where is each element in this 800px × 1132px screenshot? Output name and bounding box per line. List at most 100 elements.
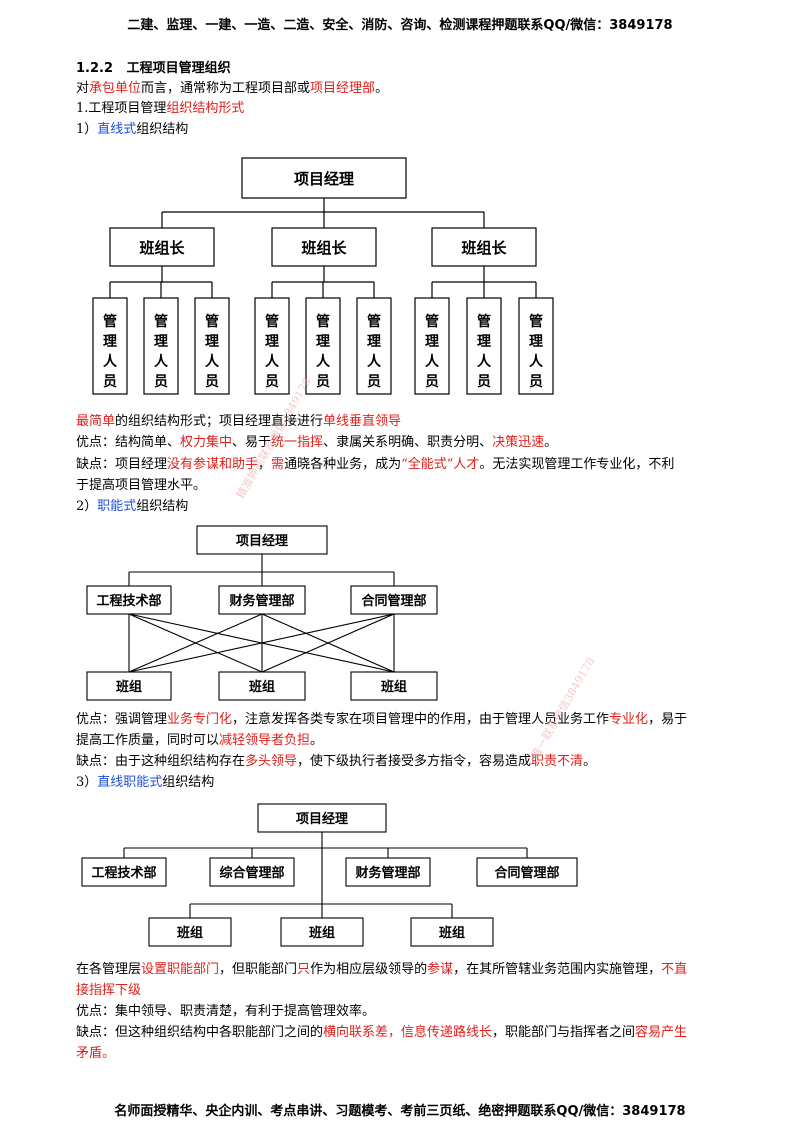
text: 。 <box>375 81 389 96</box>
node-team: 班组 <box>116 679 142 695</box>
linear-org-chart: 项目经理 班组长 班组长 班组长 管理人员 管理人员 管理人员 管理人员 管理人员 管理人… <box>92 157 554 395</box>
s3-cons-line-1: 缺点：但这种组织结构中各职能部门之间的横向联系差，信息传递路线长，职能部门与指挥… <box>76 1024 687 1042</box>
keyword: 直线职能式 <box>97 775 163 790</box>
highlight: 组织结构形式 <box>166 101 245 116</box>
text: ，但职能部门 <box>219 962 298 977</box>
text: 。无法实现管理工作专业化，不利 <box>479 457 675 472</box>
section-number: 1.2.2 <box>76 61 114 76</box>
node-manager-staff: 管理人员 <box>154 313 169 390</box>
node-finance-dept: 财务管理部 <box>229 593 294 609</box>
node-engineering-dept: 工程技术部 <box>96 593 161 609</box>
section-heading: 1.2.2 工程项目管理组织 <box>76 60 231 78</box>
text: 优点：结构简单、 <box>76 435 181 450</box>
text: ，使下级执行者接受多方指令，容易造成 <box>297 754 532 769</box>
text: 组织结构 <box>136 499 189 514</box>
functional-org-chart: 项目经理 工程技术部 财务管理部 合同管理部 班组 班组 班组 <box>86 525 438 701</box>
node-project-manager: 项目经理 <box>236 533 288 549</box>
highlight: 需 <box>271 457 285 472</box>
highlight: 容易产生 <box>635 1025 688 1040</box>
item-1-line: 1.工程项目管理组织结构形式 <box>76 100 244 118</box>
node-team: 班组 <box>439 925 465 941</box>
highlight: 只 <box>297 962 311 977</box>
node-project-manager: 项目经理 <box>294 170 354 188</box>
node-manager-staff: 管理人员 <box>316 313 331 390</box>
s3-desc-line-2: 接指挥下级 <box>76 982 141 1000</box>
highlight: 没有参谋和助手 <box>167 457 259 472</box>
highlight: 参谋 <box>427 962 454 977</box>
text: 缺点：项目经理 <box>76 457 168 472</box>
s1-cons-line-1: 缺点：项目经理没有参谋和助手，需通晓各种业务，成为“全能式”人才。无法实现管理工… <box>76 456 674 474</box>
text: 缺点：由于这种组织结构存在 <box>76 754 246 769</box>
text: ， <box>258 457 272 472</box>
highlight: 专业化 <box>609 712 649 727</box>
text: ，注意发挥各类专家在项目管理中的作用，由于管理人员业务工作 <box>232 712 610 727</box>
highlight: 多头领导 <box>245 754 298 769</box>
page-footer: 名师面授精华、央企内训、考点串讲、习题模考、考前三页纸、绝密押题联系QQ/微信：… <box>114 1104 686 1119</box>
s3-heading: 3）直线职能式组织结构 <box>76 774 214 792</box>
node-manager-staff: 管理人员 <box>529 313 544 390</box>
node-contract-dept: 合同管理部 <box>361 593 426 609</box>
text: ，职能部门与指挥者之间 <box>492 1025 636 1040</box>
node-manager-staff: 管理人员 <box>205 313 220 390</box>
highlight: 减轻领导者负担 <box>219 733 311 748</box>
node-team: 班组 <box>177 925 203 941</box>
node-team-leader: 班组长 <box>301 239 347 257</box>
text: 而言，通常称为工程项目部或 <box>141 81 311 96</box>
node-team: 班组 <box>309 925 335 941</box>
s2-pros-line-1: 优点：强调管理业务专门化，注意发挥各类专家在项目管理中的作用，由于管理人员业务工… <box>76 711 687 729</box>
highlight: 设置职能部门 <box>141 962 220 977</box>
highlight: 接指挥下级 <box>76 983 142 998</box>
highlight: 最简单 <box>76 414 116 429</box>
keyword: 职能式 <box>97 499 137 514</box>
text: 缺点：但这种组织结构中各职能部门之间的 <box>76 1025 324 1040</box>
node-finance-dept: 财务管理部 <box>355 865 420 881</box>
node-team: 班组 <box>381 679 407 695</box>
text: 组织结构 <box>136 122 189 137</box>
node-team: 班组 <box>249 679 275 695</box>
text: 。 <box>310 733 324 748</box>
node-manager-staff: 管理人员 <box>425 313 440 390</box>
node-team-leader: 班组长 <box>139 239 185 257</box>
text: 通晓各种业务，成为 <box>284 457 402 472</box>
text: 2） <box>76 499 98 514</box>
text: 组织结构 <box>162 775 215 790</box>
s3-cons-line-2: 矛盾。 <box>76 1045 115 1063</box>
node-manager-staff: 管理人员 <box>477 313 492 390</box>
text: 的组织结构形式；项目经理直接进行 <box>115 414 324 429</box>
intro-line: 对承包单位而言，通常称为工程项目部或项目经理部。 <box>76 80 388 98</box>
s2-heading: 2）职能式组织结构 <box>76 498 188 516</box>
node-team-leader: 班组长 <box>461 239 507 257</box>
highlight: 不直 <box>661 962 688 977</box>
highlight: 统一指挥 <box>271 435 324 450</box>
node-engineering-dept: 工程技术部 <box>91 865 156 881</box>
highlight: 权力集中 <box>180 435 233 450</box>
highlight: 横向联系差，信息传递路线长 <box>323 1025 493 1040</box>
line-functional-org-chart: 项目经理 工程技术部 综合管理部 财务管理部 合同管理部 班组 班组 班组 <box>81 803 578 947</box>
highlight: 承包单位 <box>89 81 142 96</box>
node-general-dept: 综合管理部 <box>219 865 284 881</box>
s1-cons-line-2: 于提高项目管理水平。 <box>76 478 207 493</box>
highlight: 业务专门化 <box>167 712 233 727</box>
node-manager-staff: 管理人员 <box>367 313 382 390</box>
page-header: 二建、监理、一建、一造、二造、安全、消防、咨询、检测课程押题联系QQ/微信：38… <box>127 18 673 33</box>
section-title: 工程项目管理组织 <box>126 61 231 76</box>
highlight: 矛盾。 <box>76 1046 116 1061</box>
text: 。 <box>544 435 558 450</box>
highlight: 决策迅速 <box>492 435 545 450</box>
node-manager-staff: 管理人员 <box>103 313 118 390</box>
s3-pros: 优点：集中领导、职责清楚，有利于提高管理效率。 <box>76 1004 376 1019</box>
text: 作为相应层级领导的 <box>310 962 428 977</box>
highlight: 职责不清 <box>531 754 584 769</box>
text: 。 <box>583 754 597 769</box>
highlight: 单线垂直领导 <box>323 414 402 429</box>
s1-desc: 最简单的组织结构形式；项目经理直接进行单线垂直领导 <box>76 413 401 431</box>
text: 、易于 <box>232 435 272 450</box>
text: ，易于 <box>648 712 688 727</box>
text: 优点：强调管理 <box>76 712 168 727</box>
text: 1.工程项目管理 <box>76 101 167 116</box>
s1-pros: 优点：结构简单、权力集中、易于统一指挥、隶属关系明确、职责分明、决策迅速。 <box>76 434 557 452</box>
text: 提高工作质量，同时可以 <box>76 733 220 748</box>
keyword: 直线式 <box>97 122 137 137</box>
text: 对 <box>76 81 90 96</box>
s1-heading: 1）直线式组织结构 <box>76 121 188 139</box>
